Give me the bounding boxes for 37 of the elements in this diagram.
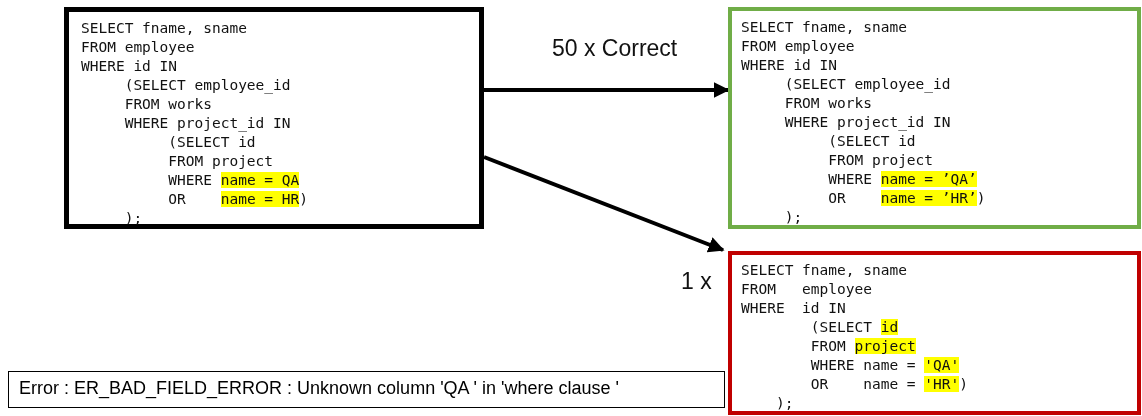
code-line: WHERE name = QA <box>167 171 300 190</box>
query-box <box>64 7 484 229</box>
code-line: SELECT fname, sname <box>741 18 907 37</box>
arrow <box>483 155 725 253</box>
code-line: WHERE id IN <box>741 299 846 318</box>
code-line: FROM project <box>827 151 934 170</box>
code-line: FROM project <box>167 152 274 171</box>
code-line: WHERE project_id IN <box>783 113 951 132</box>
code-line: ); <box>774 394 794 413</box>
code-line: OR name = 'HR') <box>809 375 968 394</box>
code-line: OR name = ’HR’) <box>827 189 986 208</box>
error-box <box>8 371 725 408</box>
query-box <box>728 251 1141 415</box>
query-box <box>728 7 1141 229</box>
code-line: ); <box>783 208 803 227</box>
code-line: FROM employee <box>81 38 195 57</box>
code-line: WHERE id IN <box>741 56 838 75</box>
code-line: OR name = HR) <box>167 190 308 209</box>
code-line: ); <box>123 209 143 228</box>
code-line: FROM works <box>123 95 212 114</box>
code-line: (SELECT employee_id <box>783 75 951 94</box>
code-line: WHERE project_id IN <box>123 114 291 133</box>
code-line: WHERE name = ’QA’ <box>827 170 977 189</box>
code-line: WHERE name = 'QA' <box>809 356 960 375</box>
code-line: (SELECT id <box>827 132 916 151</box>
code-line: (SELECT id <box>809 318 899 337</box>
arrow <box>484 82 730 98</box>
code-line: WHERE id IN <box>81 57 178 76</box>
code-line: FROM project <box>809 337 916 356</box>
code-line: SELECT fname, sname <box>741 261 907 280</box>
code-line: (SELECT employee_id <box>123 76 291 95</box>
error-message: Error : ER_BAD_FIELD_ERROR : Unknown column 'QA ' in 'where clause ' <box>19 378 619 399</box>
code-line: FROM works <box>783 94 872 113</box>
code-line: FROM employee <box>741 37 855 56</box>
code-line: FROM employee <box>741 280 872 299</box>
code-line: (SELECT id <box>167 133 256 152</box>
code-line: SELECT fname, sname <box>81 19 247 38</box>
